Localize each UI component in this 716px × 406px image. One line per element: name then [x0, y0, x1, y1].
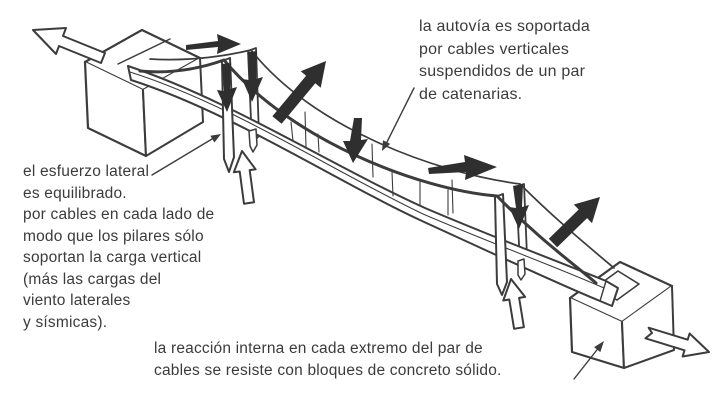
annotation-line: el esfuerzo lateral — [23, 163, 150, 180]
annotation-line: cables se resiste con bloques de concret… — [154, 362, 502, 379]
annotation-line: soportan la carga vertical — [23, 249, 202, 266]
force-arrow-right-top-left — [186, 34, 241, 54]
annotation-line: suspendidos de un par — [419, 63, 586, 80]
force-arrow-down-pylon-left-front — [217, 63, 237, 112]
reaction-arrow-upleft-left-block — [32, 27, 106, 64]
annotation-line: es equilibrado. — [23, 184, 127, 202]
force-arrow-down-pylon-right — [509, 184, 529, 229]
annotation-line: y sísmicas). — [23, 313, 108, 331]
annotation-line: por cables en cada lado de — [23, 206, 215, 223]
annotation-line: modo que los pilares sólo — [23, 227, 204, 245]
pointer-arrow-catenary-note — [382, 87, 415, 151]
reaction-arrow-up-pylon-left — [232, 150, 257, 205]
pylon-right-front-post — [494, 193, 526, 296]
hanger-cables-front — [290, 121, 449, 216]
pointer-arrow-left-note — [151, 134, 221, 176]
reaction-arrow-up-pylon-right — [502, 278, 527, 330]
annotation-anchor-reaction: la reacción interna en cada extremo del … — [154, 338, 502, 382]
force-arrow-down-pylon-left-back — [242, 51, 263, 102]
annotation-line: la autovía es soportada — [419, 18, 590, 35]
annotation-lateral-force: el esfuerzo lateral es equilibrado. por … — [23, 161, 214, 333]
annotation-line: por cables verticales — [419, 40, 570, 58]
annotation-catenary: la autovía es soportada por cables verti… — [419, 16, 590, 106]
force-arrow-upright-left-span — [272, 61, 326, 124]
annotation-line: de catenarias. — [419, 85, 523, 103]
annotation-line: viento laterales — [23, 292, 131, 309]
pointer-arrow-bottom-note — [573, 341, 604, 380]
force-arrow-upright-right-span — [548, 197, 600, 248]
annotation-line: (más las cargas del — [23, 270, 162, 288]
force-arrow-right-midspan — [428, 155, 497, 180]
annotation-line: la reacción interna en cada extremo del … — [154, 340, 483, 357]
force-arrow-down-midspan — [343, 118, 368, 163]
reaction-arrow-right-right-block — [644, 326, 710, 358]
catenary-cable-front — [138, 58, 598, 285]
